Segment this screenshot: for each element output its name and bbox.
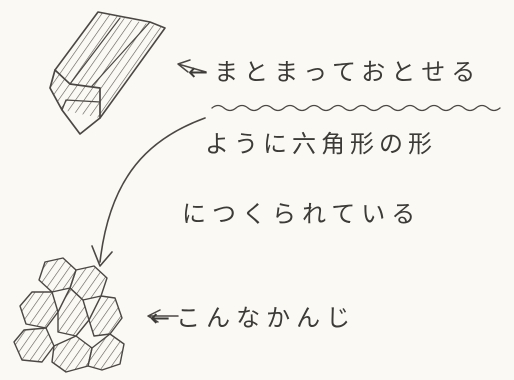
honeycomb-cluster-icon: [13, 257, 125, 373]
note-line-4: ←こんなかんじ: [150, 304, 356, 332]
arrow-left-icon: [147, 309, 179, 323]
note-line-1: ←まとまっておとせる: [188, 58, 481, 86]
wavy-underline: [211, 104, 501, 112]
note-line-3: につくられている: [182, 200, 421, 228]
arrow-left-icon: [177, 59, 207, 73]
note-line-2: ように六角形の形: [205, 130, 437, 158]
hexagonal-prism-icon: [49, 11, 166, 135]
curved-arrow-icon: [91, 117, 206, 267]
